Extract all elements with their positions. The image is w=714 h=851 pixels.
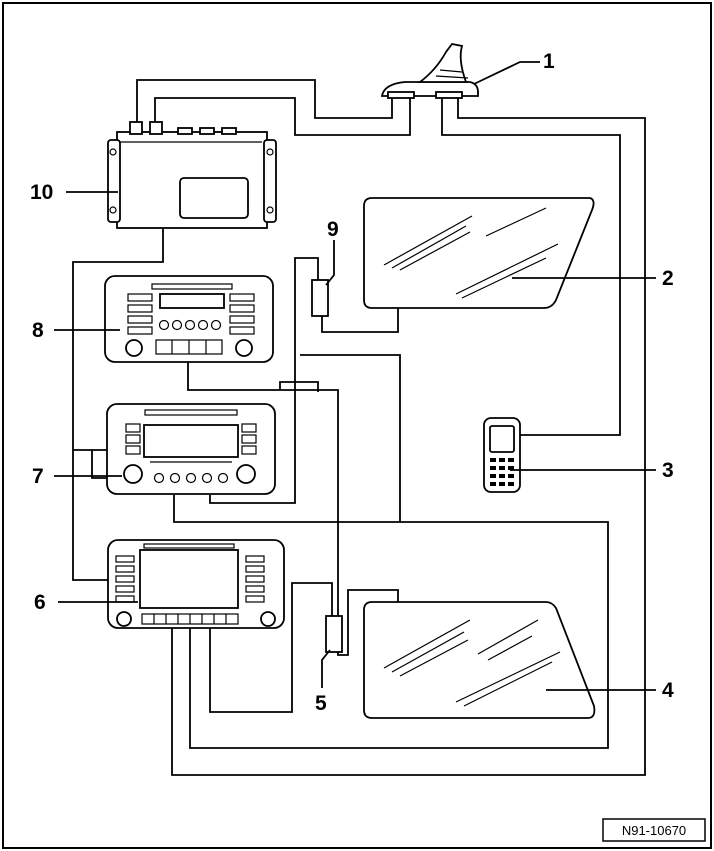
antenna-amplifier-5 bbox=[325, 615, 343, 653]
window-antenna-lower bbox=[363, 601, 596, 719]
lower-window-glass bbox=[363, 601, 596, 719]
wire-amp9-window2 bbox=[321, 308, 399, 333]
wire-nav6-amp5 bbox=[209, 582, 333, 713]
module-label-plate bbox=[179, 177, 249, 219]
callout-2: 2 bbox=[662, 267, 674, 290]
wire-radio7-loop-bottom bbox=[189, 521, 609, 749]
wire-radio8-amp5 bbox=[187, 362, 399, 656]
callout-3: 3 bbox=[662, 459, 674, 482]
leader-1 bbox=[473, 61, 540, 85]
antenna-fin bbox=[417, 43, 468, 83]
phone-screen bbox=[489, 425, 515, 453]
control-module bbox=[107, 121, 277, 229]
callout-6: 6 bbox=[34, 591, 46, 614]
leader-9 bbox=[325, 240, 335, 286]
mobile-phone bbox=[483, 417, 521, 493]
figure-code: N91-10670 bbox=[622, 823, 686, 838]
roof-antenna bbox=[380, 43, 479, 99]
radio8-display bbox=[159, 293, 225, 309]
upper-window-glass bbox=[363, 197, 595, 309]
callout-10: 10 bbox=[30, 181, 53, 204]
wire-jog-radio8 bbox=[279, 381, 319, 392]
figure-code-box: N91-10670 bbox=[602, 818, 706, 842]
wire-trunk-radio7-b bbox=[91, 450, 107, 479]
window-antenna-upper bbox=[363, 197, 595, 309]
navigation-screen bbox=[139, 549, 239, 609]
antenna-amplifier-9 bbox=[311, 279, 329, 317]
amplifier-5-body bbox=[325, 615, 343, 653]
wire-module-trunk bbox=[72, 228, 164, 581]
amplifier-9-body bbox=[311, 279, 329, 317]
wire-antenna-phone bbox=[441, 92, 621, 436]
callout-8: 8 bbox=[32, 319, 44, 342]
leader-lines bbox=[54, 61, 656, 691]
leader-5 bbox=[321, 649, 331, 688]
radio8-faceplate bbox=[104, 275, 274, 363]
navigation-unit-6 bbox=[107, 539, 285, 629]
callout-1: 1 bbox=[543, 50, 555, 73]
wire-antenna-module-a bbox=[136, 79, 393, 122]
wire-antenna-module-b bbox=[154, 92, 411, 136]
callout-9: 9 bbox=[327, 218, 339, 241]
callout-5: 5 bbox=[315, 692, 327, 715]
wire-radio7-amp9 bbox=[209, 257, 319, 504]
radio-unit-7 bbox=[106, 403, 276, 495]
radio7-display bbox=[143, 424, 239, 458]
wiring-harness bbox=[72, 79, 646, 776]
callout-7: 7 bbox=[32, 465, 44, 488]
callout-4: 4 bbox=[662, 679, 674, 702]
wire-antenna-navigation bbox=[171, 92, 646, 776]
radio-unit-8 bbox=[104, 275, 274, 363]
callout-labels: 1 2 3 4 5 6 7 8 9 10 bbox=[30, 50, 674, 715]
